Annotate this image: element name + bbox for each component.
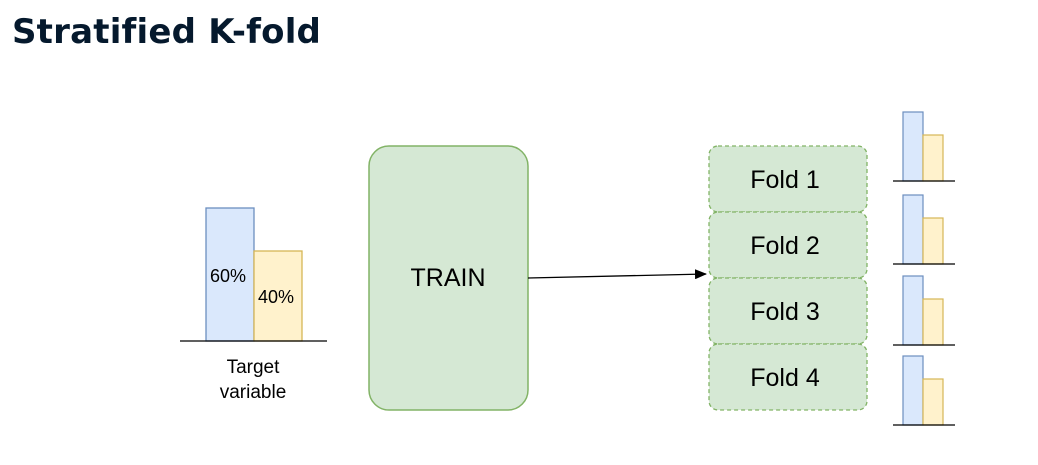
fold-2-bar-majority xyxy=(902,194,924,265)
target-caption-line2: variable xyxy=(220,382,287,403)
fold-3-distribution xyxy=(893,275,955,346)
fold-4: Fold 4 xyxy=(708,343,868,411)
fold-4-box xyxy=(708,343,868,411)
fold-1-label: Fold 1 xyxy=(750,166,819,194)
target-distribution: 60% 40% Target variable xyxy=(180,207,327,403)
target-bar-minority-label: 40% xyxy=(258,287,294,307)
fold-2-distribution xyxy=(893,194,955,265)
fold-2: Fold 2 xyxy=(708,211,868,279)
fold-1-box xyxy=(708,145,868,213)
fold-4-distribution xyxy=(893,355,955,426)
fold-3: Fold 3 xyxy=(708,277,868,345)
fold-1-bar-minority xyxy=(922,134,944,182)
fold-4-bar-minority xyxy=(922,378,944,426)
train-label: TRAIN xyxy=(411,264,486,292)
train-box: TRAIN xyxy=(368,145,529,411)
target-bar-majority-label: 60% xyxy=(210,266,246,286)
fold-1-bar-majority xyxy=(902,111,924,182)
fold-1: Fold 1 xyxy=(708,145,868,213)
target-bar-majority xyxy=(205,207,255,342)
page-title: Stratified K-fold xyxy=(12,12,322,52)
fold-1-distribution xyxy=(893,111,955,182)
fold-2-box xyxy=(708,211,868,279)
fold-4-bar-majority xyxy=(902,355,924,426)
fold-3-box xyxy=(708,277,868,345)
fold-3-bar-majority xyxy=(902,275,924,346)
fold-3-bar-minority xyxy=(922,298,944,346)
fold-2-bar-minority xyxy=(922,217,944,265)
target-bar-minority xyxy=(253,250,303,342)
fold-3-label: Fold 3 xyxy=(750,298,819,326)
fold-2-label: Fold 2 xyxy=(750,232,819,260)
split-arrow xyxy=(527,269,707,280)
fold-4-label: Fold 4 xyxy=(750,364,820,392)
target-caption-line1: Target xyxy=(227,357,281,378)
